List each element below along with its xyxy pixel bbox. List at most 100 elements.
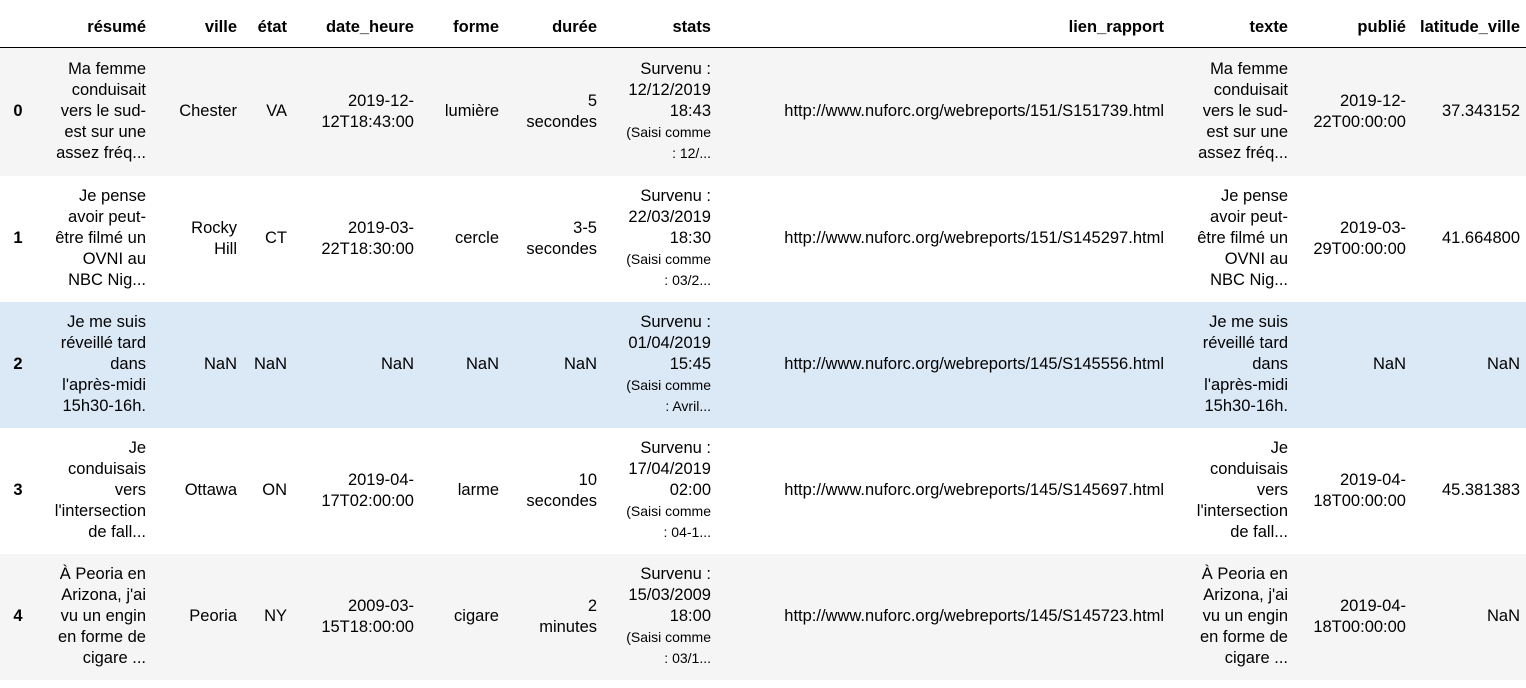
resume-line: l'intersection: [54, 502, 146, 520]
duree-line: secondes: [526, 239, 597, 258]
publie-line: 18T00:00:00: [1313, 491, 1406, 510]
stats-line: 18:00: [669, 607, 711, 625]
resume-line: assez fréq...: [56, 144, 146, 163]
texte-line: vers: [1256, 481, 1288, 499]
stats-line: 17/04/2019: [628, 460, 711, 478]
texte-line: est sur une: [1206, 123, 1288, 142]
stats-line: 02:00: [669, 481, 711, 499]
resume-line: de fall...: [88, 523, 146, 541]
stats-line: 18:43: [669, 102, 711, 121]
row-index: 0: [13, 102, 23, 121]
cell-lien-rapport: http://www.nuforc.org/webreports/151/S14…: [784, 229, 1164, 247]
publie-line: NaN: [1372, 355, 1406, 373]
cell-latitude-ville: NaN: [1486, 607, 1520, 625]
cell-lien-rapport: http://www.nuforc.org/webreports/145/S14…: [784, 607, 1164, 625]
duree-line: 10: [578, 470, 597, 489]
cell-latitude-ville: NaN: [1486, 355, 1520, 373]
stats-line: Survenu :: [640, 439, 711, 457]
cell-etat: NaN: [253, 355, 287, 373]
table-row[interactable]: 4 À Peoria en Arizona, j'ai vu un engin en f…: [0, 553, 1526, 680]
resume-line: NBC Nig...: [68, 271, 146, 289]
row-index: 4: [13, 607, 23, 625]
cell-etat: VA: [266, 102, 287, 121]
resume-line: cigare ...: [82, 649, 146, 667]
texte-line: conduisais: [1210, 460, 1288, 478]
header-stats: stats: [603, 0, 717, 48]
header-publie: publié: [1294, 0, 1412, 48]
header-ville: ville: [152, 0, 243, 48]
cell-publie: 2019-04-18T00:00:00: [1294, 428, 1412, 554]
stats-note-line: : 03/1...: [664, 650, 711, 666]
texte-line: réveillé tard: [1202, 334, 1288, 352]
resume-line: À Peoria en: [59, 565, 146, 583]
cell-ville: Chester: [152, 48, 243, 176]
cell-etat: CT: [265, 229, 287, 247]
stats-line: 15/03/2009: [628, 586, 711, 604]
resume-line: Ma femme: [68, 60, 146, 79]
cell-latitude-ville: 41.664800: [1442, 229, 1520, 247]
stats-line: 22/03/2019: [628, 208, 711, 226]
date-heure-line: 22T18:30:00: [321, 239, 414, 258]
resume-line: est sur une: [64, 123, 146, 142]
header-date-heure: date_heure: [293, 0, 420, 48]
duree-line: secondes: [526, 491, 597, 510]
texte-line: avoir peut-: [1210, 208, 1288, 226]
date-heure-line: NaN: [380, 355, 414, 373]
texte-line: vu un engin: [1202, 607, 1288, 625]
cell-forme: cigare: [454, 607, 499, 625]
publie-line: 2019-12-: [1339, 91, 1406, 110]
stats-note-line: (Saisi comme: [626, 377, 711, 393]
header-texte: texte: [1170, 0, 1294, 48]
stats-note-line: (Saisi comme: [626, 629, 711, 645]
resume-line: l'après-midi: [62, 376, 146, 394]
date-heure-line: 15T18:00:00: [321, 617, 414, 636]
resume-line: Je me suis: [67, 313, 146, 331]
resume-line: conduisait: [71, 81, 146, 100]
cell-lien-rapport: http://www.nuforc.org/webreports/145/S14…: [784, 481, 1164, 499]
stats-line: Survenu :: [640, 565, 711, 583]
ville-line: NaN: [203, 355, 237, 373]
cell-ville: NaN: [152, 302, 243, 428]
cell-publie: 2019-12- 22T00:00:00: [1294, 48, 1412, 176]
date-heure-line: 17T02:00:00: [321, 491, 414, 510]
texte-line: l'après-midi: [1204, 376, 1288, 394]
texte-line: conduisait: [1213, 81, 1288, 100]
resume-line: vers le sud-: [60, 102, 146, 121]
cell-forme: NaN: [465, 355, 499, 373]
stats-line: 15:45: [669, 355, 711, 373]
ville-line: Hill: [214, 239, 237, 258]
duree-line: 2: [587, 596, 597, 615]
resume-line: réveillé tard: [60, 334, 146, 352]
texte-line: en forme de: [1199, 628, 1288, 646]
resume-line: avoir peut-: [68, 208, 146, 226]
date-heure-line: 12T18:43:00: [321, 112, 414, 131]
stats-note-line: (Saisi comme: [626, 124, 711, 141]
resume-line: vers: [114, 481, 146, 499]
texte-line: de fall...: [1230, 523, 1288, 541]
stats-note-line: : Avril...: [665, 398, 711, 414]
texte-line: vers le sud-: [1202, 102, 1288, 121]
cell-date-heure: 2009-03-15T18:00:00: [293, 554, 420, 680]
header-index: [0, 0, 36, 48]
texte-line: 15h30-16h.: [1204, 397, 1289, 415]
table-row[interactable]: 0 Ma femme conduisait vers le sud-est sur u…: [0, 47, 1526, 176]
cell-date-heure: 2019-03-22T18:30:00: [293, 176, 420, 302]
texte-line: assez fréq...: [1198, 144, 1288, 163]
resume-line: Arizona, j'ai: [61, 586, 146, 604]
publie-line: 22T00:00:00: [1313, 112, 1406, 131]
duree-line: secondes: [526, 112, 597, 131]
cell-etat: NY: [264, 607, 287, 625]
stats-line: 12/12/2019: [628, 81, 711, 100]
